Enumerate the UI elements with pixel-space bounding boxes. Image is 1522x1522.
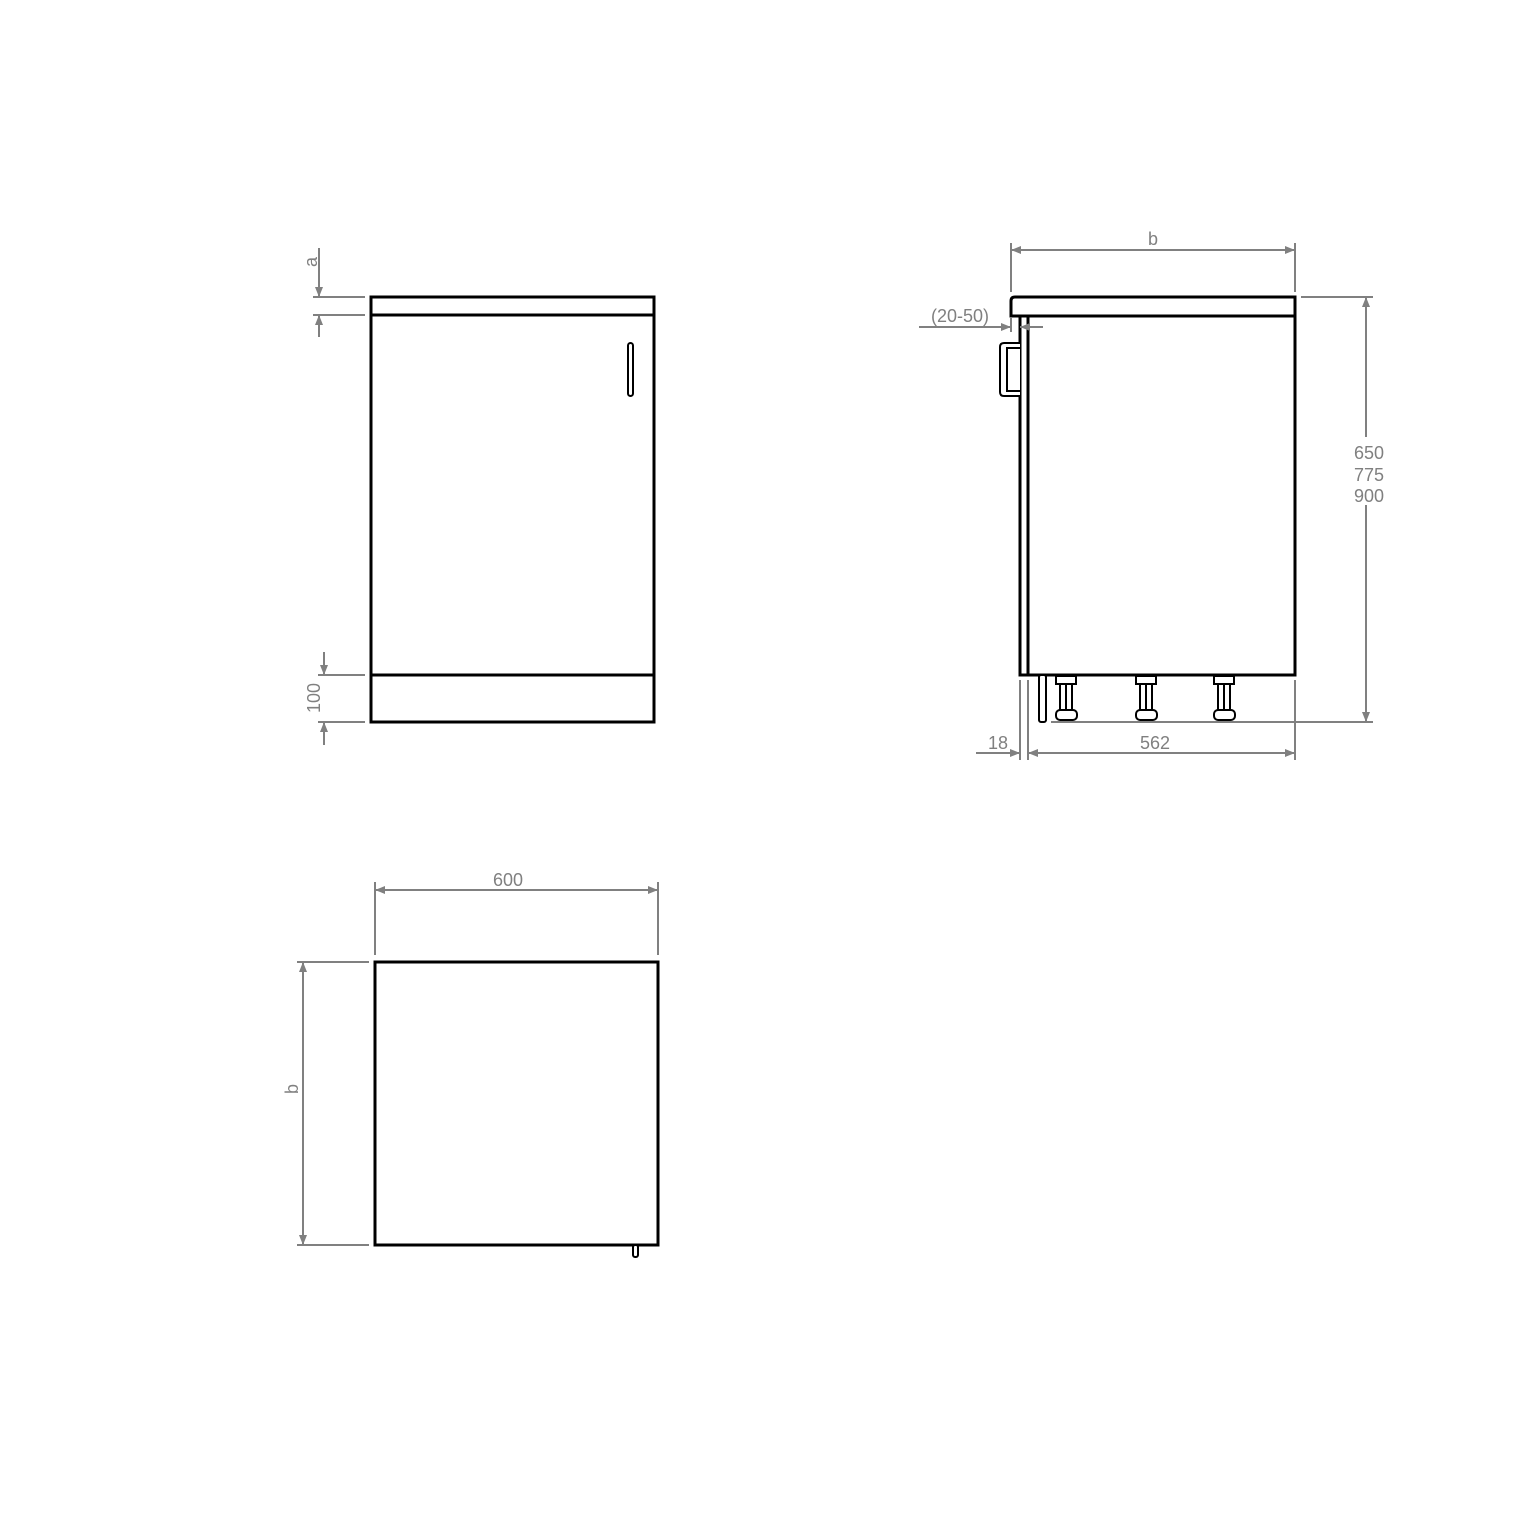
front-view: a 100: [301, 248, 656, 745]
dim-label-height-775: 775: [1354, 465, 1384, 485]
dim-depth: b: [282, 961, 369, 1246]
handle-inner: [1006, 347, 1020, 392]
cabinet-door: [369, 313, 656, 677]
top-view: 600 b: [282, 870, 660, 1258]
dim-bottom: 18 562: [976, 680, 1296, 760]
leg: [1055, 675, 1078, 721]
carcass-side: [1026, 314, 1297, 677]
leg: [1213, 675, 1236, 721]
dim-label-a: a: [301, 256, 321, 267]
door-side: [1018, 314, 1030, 677]
dim-depth-top: b: [1010, 229, 1296, 292]
dim-height: 650 775 900: [1295, 296, 1384, 723]
dim-plinth-height: 100: [304, 652, 365, 745]
door-handle: [627, 342, 634, 397]
countertop: [369, 295, 656, 317]
door-handle-top: [632, 1244, 639, 1258]
dim-label-overhang: (20-50): [931, 306, 989, 326]
side-view: b (20-50) 650 775 900 18: [919, 229, 1384, 760]
dim-label-b-side: b: [1148, 229, 1158, 249]
dim-label-100: 100: [304, 683, 324, 713]
dim-width: 600: [374, 870, 659, 955]
countertop-side: [1009, 295, 1297, 318]
dim-label-600: 600: [493, 870, 523, 890]
plinth: [369, 673, 656, 724]
dim-label-b-top: b: [282, 1084, 302, 1094]
leg: [1135, 675, 1158, 721]
dim-label-height-900: 900: [1354, 486, 1384, 506]
countertop-top: [373, 960, 660, 1247]
plinth-panel: [1038, 674, 1047, 723]
dim-overhang: (20-50): [919, 306, 1043, 332]
dim-label-18: 18: [988, 733, 1008, 753]
dim-label-height-650: 650: [1354, 443, 1384, 463]
dim-label-562: 562: [1140, 733, 1170, 753]
dim-countertop-thickness: a: [301, 248, 365, 337]
